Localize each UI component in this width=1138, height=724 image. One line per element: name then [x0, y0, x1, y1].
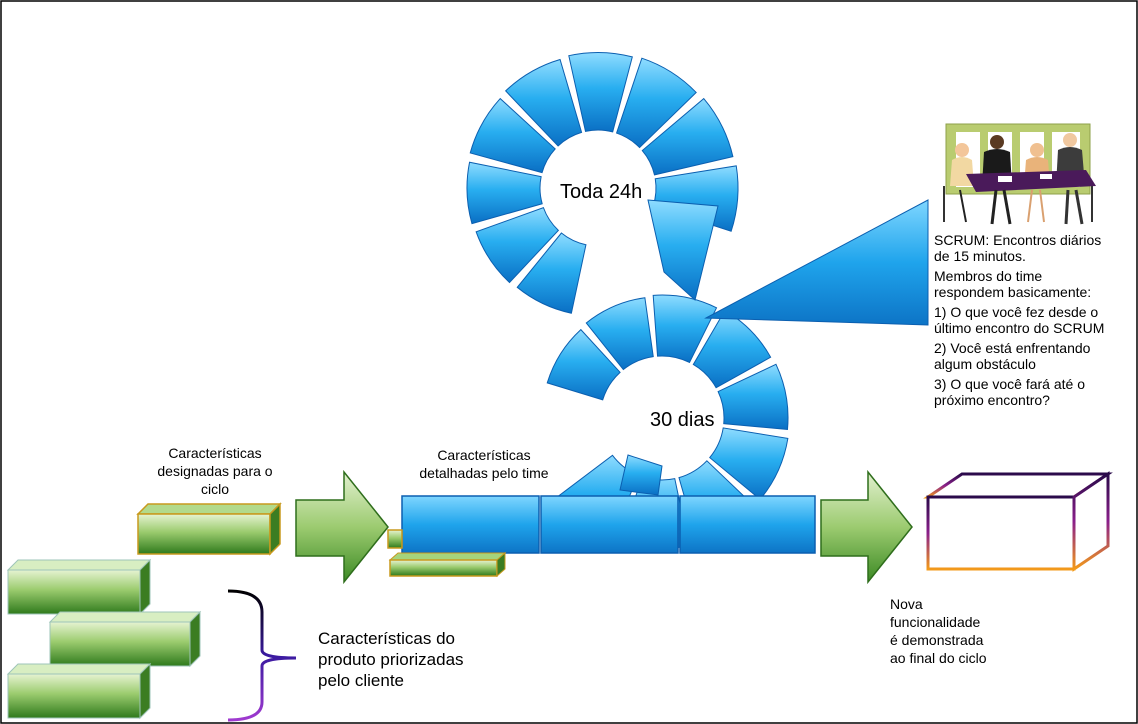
daily-spiral-segment-3	[466, 161, 543, 225]
sprint-spiral-segment-3	[652, 294, 718, 364]
scrum-q1-line-1: 1) O que você fez desde o	[934, 304, 1099, 320]
sprint-spiral-segment-2	[585, 297, 654, 371]
sprint-spiral-segment-4	[692, 309, 772, 389]
assigned-features-line-2: designadas para o	[157, 463, 273, 479]
daily-spiral-segment-2	[475, 206, 560, 284]
scrum-members-line-2: respondem basicamente:	[934, 284, 1092, 300]
sprint-spiral-segment-5	[717, 363, 789, 431]
backlog-bracket	[227, 589, 297, 722]
assigned-features-line-3: ciclo	[200, 481, 229, 497]
sprint-cycle-label: 30 dias	[650, 409, 715, 431]
assigned-features-line-1: Características	[168, 445, 262, 461]
sprint-bar-segment-2	[540, 495, 679, 554]
detailed-feature-boxes	[387, 529, 507, 578]
detailed-features-label: Características detalhadas pelo time	[394, 446, 574, 482]
scrum-note-q2: 2) Você está enfrentando algum obstáculo	[934, 340, 1104, 372]
product-backlog-line-1: Características do	[318, 629, 455, 648]
daily-spiral-segment-6	[568, 52, 633, 133]
scrum-q3-line-1: 3) O que você fará até o	[934, 376, 1085, 392]
scrum-note-members: Membros do time respondem basicamente:	[934, 268, 1104, 300]
daily-spiral-segment-5	[504, 58, 583, 147]
assigned-features-label: Características designadas para o ciclo	[130, 444, 300, 498]
arrow-to-output	[820, 469, 913, 585]
new-functionality-label: Nova funcionalidade é demonstrada ao fin…	[890, 595, 987, 667]
new-functionality-line-1: Nova	[890, 596, 923, 612]
scrum-note: SCRUM: Encontros diários de 15 minutos. …	[934, 232, 1104, 412]
assigned-features-box	[136, 502, 282, 556]
scrum-callout-wedge	[704, 199, 929, 326]
detailed-features-line-1: Características	[437, 447, 531, 463]
daily-spiral-segment-4	[469, 97, 556, 174]
sprint-bar	[401, 495, 816, 554]
scrum-q2-line-1: 2) Você está enfrentando	[934, 340, 1091, 356]
product-backlog-label: Características do produto priorizadas p…	[318, 628, 464, 691]
product-backlog-line-2: produto priorizadas	[318, 650, 464, 669]
product-backlog-boxes	[6, 558, 202, 720]
product-backlog-line-3: pelo cliente	[318, 671, 405, 690]
daily-spiral-segment-7	[615, 57, 697, 149]
daily-spiral-segment-9	[652, 165, 739, 232]
daily-spiral-segment-1	[516, 232, 587, 314]
scrum-q1-line-2: último encontro do SCRUM	[934, 320, 1105, 336]
meeting-clipart-icon	[943, 123, 1096, 225]
scrum-intro-line-2: de 15 minutos.	[934, 248, 1026, 264]
scrum-q3-line-2: próximo encontro?	[934, 392, 1050, 408]
sprint-spiral-tail	[619, 454, 663, 496]
scrum-intro-line-1: SCRUM: Encontros diários	[934, 232, 1102, 248]
daily-spiral-tail	[647, 199, 719, 301]
daily-spiral-segment-8	[641, 97, 734, 176]
scrum-note-q1: 1) O que você fez desde o último encontr…	[934, 304, 1104, 336]
scrum-note-q3: 3) O que você fará até o próximo encontr…	[934, 376, 1104, 408]
new-functionality-line-3: é demonstrada	[890, 632, 984, 648]
daily-cycle-spiral	[466, 52, 739, 314]
new-functionality-line-4: ao final do ciclo	[890, 650, 987, 666]
scrum-note-intro: SCRUM: Encontros diários de 15 minutos.	[934, 232, 1104, 264]
scrum-q2-line-2: algum obstáculo	[934, 356, 1036, 372]
new-functionality-line-2: funcionalidade	[890, 614, 981, 630]
sprint-bar-segment-1	[401, 495, 540, 554]
sprint-spiral-segment-1	[546, 328, 621, 401]
scrum-members-line-1: Membros do time	[934, 268, 1043, 284]
sprint-bar-segment-3	[679, 495, 816, 554]
daily-cycle-label: Toda 24h	[560, 181, 643, 203]
arrow-to-sprint	[295, 469, 389, 585]
new-functionality-box	[923, 471, 1113, 572]
detailed-features-line-2: detalhadas pelo time	[419, 465, 549, 481]
